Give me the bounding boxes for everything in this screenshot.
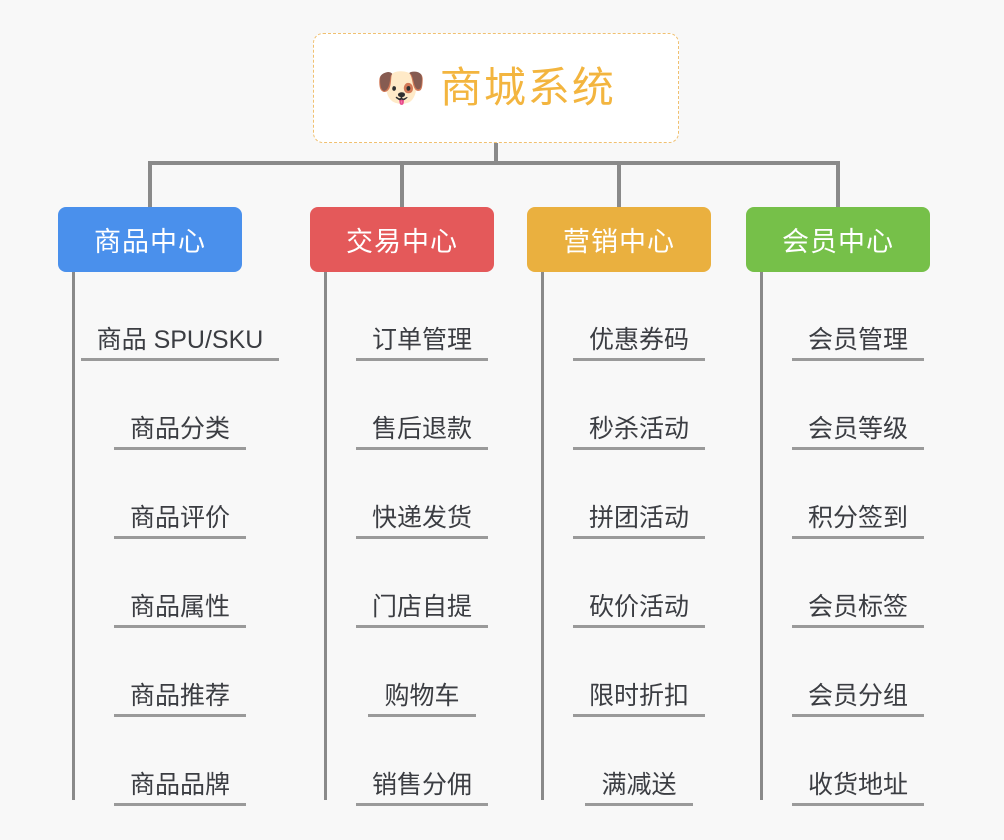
- leaf-item[interactable]: 会员等级: [760, 361, 956, 450]
- leaf-label: 积分签到: [791, 506, 924, 539]
- branch-marketing-center: 营销中心 优惠券码 秒杀活动 拼团活动 砍价活动 限时折扣 满减送: [527, 207, 737, 806]
- leaf-item[interactable]: 拼团活动: [541, 450, 737, 539]
- leaf-label: 砍价活动: [572, 595, 705, 628]
- branch-header-member-center[interactable]: 会员中心: [746, 207, 930, 272]
- leaf-list-product-center: 商品 SPU/SKU 商品分类 商品评价 商品属性 商品推荐 商品品牌: [72, 272, 288, 806]
- leaf-item[interactable]: 订单管理: [324, 272, 520, 361]
- leaf-label: 收货地址: [791, 773, 924, 806]
- leaf-label: 销售分佣: [355, 773, 488, 806]
- branch-product-center: 商品中心 商品 SPU/SKU 商品分类 商品评价 商品属性 商品推荐 商品品牌: [58, 207, 288, 806]
- leaf-item[interactable]: 砍价活动: [541, 539, 737, 628]
- leaf-label: 订单管理: [355, 328, 488, 361]
- leaf-label: 商品推荐: [113, 684, 246, 717]
- branch-spine-3: [541, 272, 544, 800]
- connector-horizontal-bus: [150, 161, 840, 165]
- branch-spine-1: [72, 272, 75, 800]
- branch-member-center: 会员中心 会员管理 会员等级 积分签到 会员标签 会员分组 收货地址: [746, 207, 956, 806]
- root-title: 商城系统: [439, 64, 616, 111]
- connector-trunk: [494, 143, 498, 163]
- leaf-item[interactable]: 优惠券码: [541, 272, 737, 361]
- leaf-label: 满减送: [585, 773, 693, 806]
- leaf-item[interactable]: 商品品牌: [72, 717, 288, 806]
- leaf-item[interactable]: 售后退款: [324, 361, 520, 450]
- leaf-label: 门店自提: [355, 595, 488, 628]
- root-node[interactable]: 🐶 商城系统: [313, 33, 679, 143]
- leaf-label: 限时折扣: [572, 684, 705, 717]
- leaf-label: 商品 SPU/SKU: [80, 328, 280, 361]
- leaf-item[interactable]: 会员标签: [760, 539, 956, 628]
- leaf-item[interactable]: 会员管理: [760, 272, 956, 361]
- leaf-item[interactable]: 门店自提: [324, 539, 520, 628]
- connector-drop-3: [617, 161, 621, 207]
- branch-header-trade-center[interactable]: 交易中心: [310, 207, 494, 272]
- branch-spine-2: [324, 272, 327, 800]
- leaf-label: 会员分组: [791, 684, 924, 717]
- leaf-label: 拼团活动: [572, 506, 705, 539]
- leaf-label: 商品品牌: [113, 773, 246, 806]
- leaf-item[interactable]: 商品推荐: [72, 628, 288, 717]
- leaf-item[interactable]: 满减送: [541, 717, 737, 806]
- dog-face-icon: 🐶: [376, 66, 426, 110]
- connector-drop-1: [148, 161, 152, 207]
- leaf-label: 会员标签: [791, 595, 924, 628]
- leaf-item[interactable]: 商品属性: [72, 539, 288, 628]
- leaf-item[interactable]: 销售分佣: [324, 717, 520, 806]
- leaf-list-member-center: 会员管理 会员等级 积分签到 会员标签 会员分组 收货地址: [760, 272, 956, 806]
- branch-header-product-center[interactable]: 商品中心: [58, 207, 242, 272]
- leaf-item[interactable]: 会员分组: [760, 628, 956, 717]
- leaf-list-marketing-center: 优惠券码 秒杀活动 拼团活动 砍价活动 限时折扣 满减送: [541, 272, 737, 806]
- leaf-label: 商品属性: [113, 595, 246, 628]
- leaf-label: 商品评价: [113, 506, 246, 539]
- leaf-item[interactable]: 快递发货: [324, 450, 520, 539]
- leaf-label: 商品分类: [113, 417, 246, 450]
- leaf-label: 优惠券码: [572, 328, 705, 361]
- leaf-label: 会员等级: [791, 417, 924, 450]
- leaf-item[interactable]: 秒杀活动: [541, 361, 737, 450]
- branch-trade-center: 交易中心 订单管理 售后退款 快递发货 门店自提 购物车 销售分佣: [310, 207, 520, 806]
- connector-drop-4: [836, 161, 840, 207]
- leaf-item[interactable]: 商品 SPU/SKU: [72, 272, 288, 361]
- branch-spine-4: [760, 272, 763, 800]
- leaf-item[interactable]: 商品分类: [72, 361, 288, 450]
- leaf-label: 购物车: [368, 684, 476, 717]
- leaf-item[interactable]: 购物车: [324, 628, 520, 717]
- leaf-item[interactable]: 限时折扣: [541, 628, 737, 717]
- leaf-label: 售后退款: [355, 417, 488, 450]
- leaf-item[interactable]: 商品评价: [72, 450, 288, 539]
- leaf-item[interactable]: 收货地址: [760, 717, 956, 806]
- leaf-label: 会员管理: [791, 328, 924, 361]
- branch-header-marketing-center[interactable]: 营销中心: [527, 207, 711, 272]
- leaf-label: 秒杀活动: [572, 417, 705, 450]
- leaf-item[interactable]: 积分签到: [760, 450, 956, 539]
- leaf-label: 快递发货: [355, 506, 488, 539]
- connector-drop-2: [400, 161, 404, 207]
- leaf-list-trade-center: 订单管理 售后退款 快递发货 门店自提 购物车 销售分佣: [324, 272, 520, 806]
